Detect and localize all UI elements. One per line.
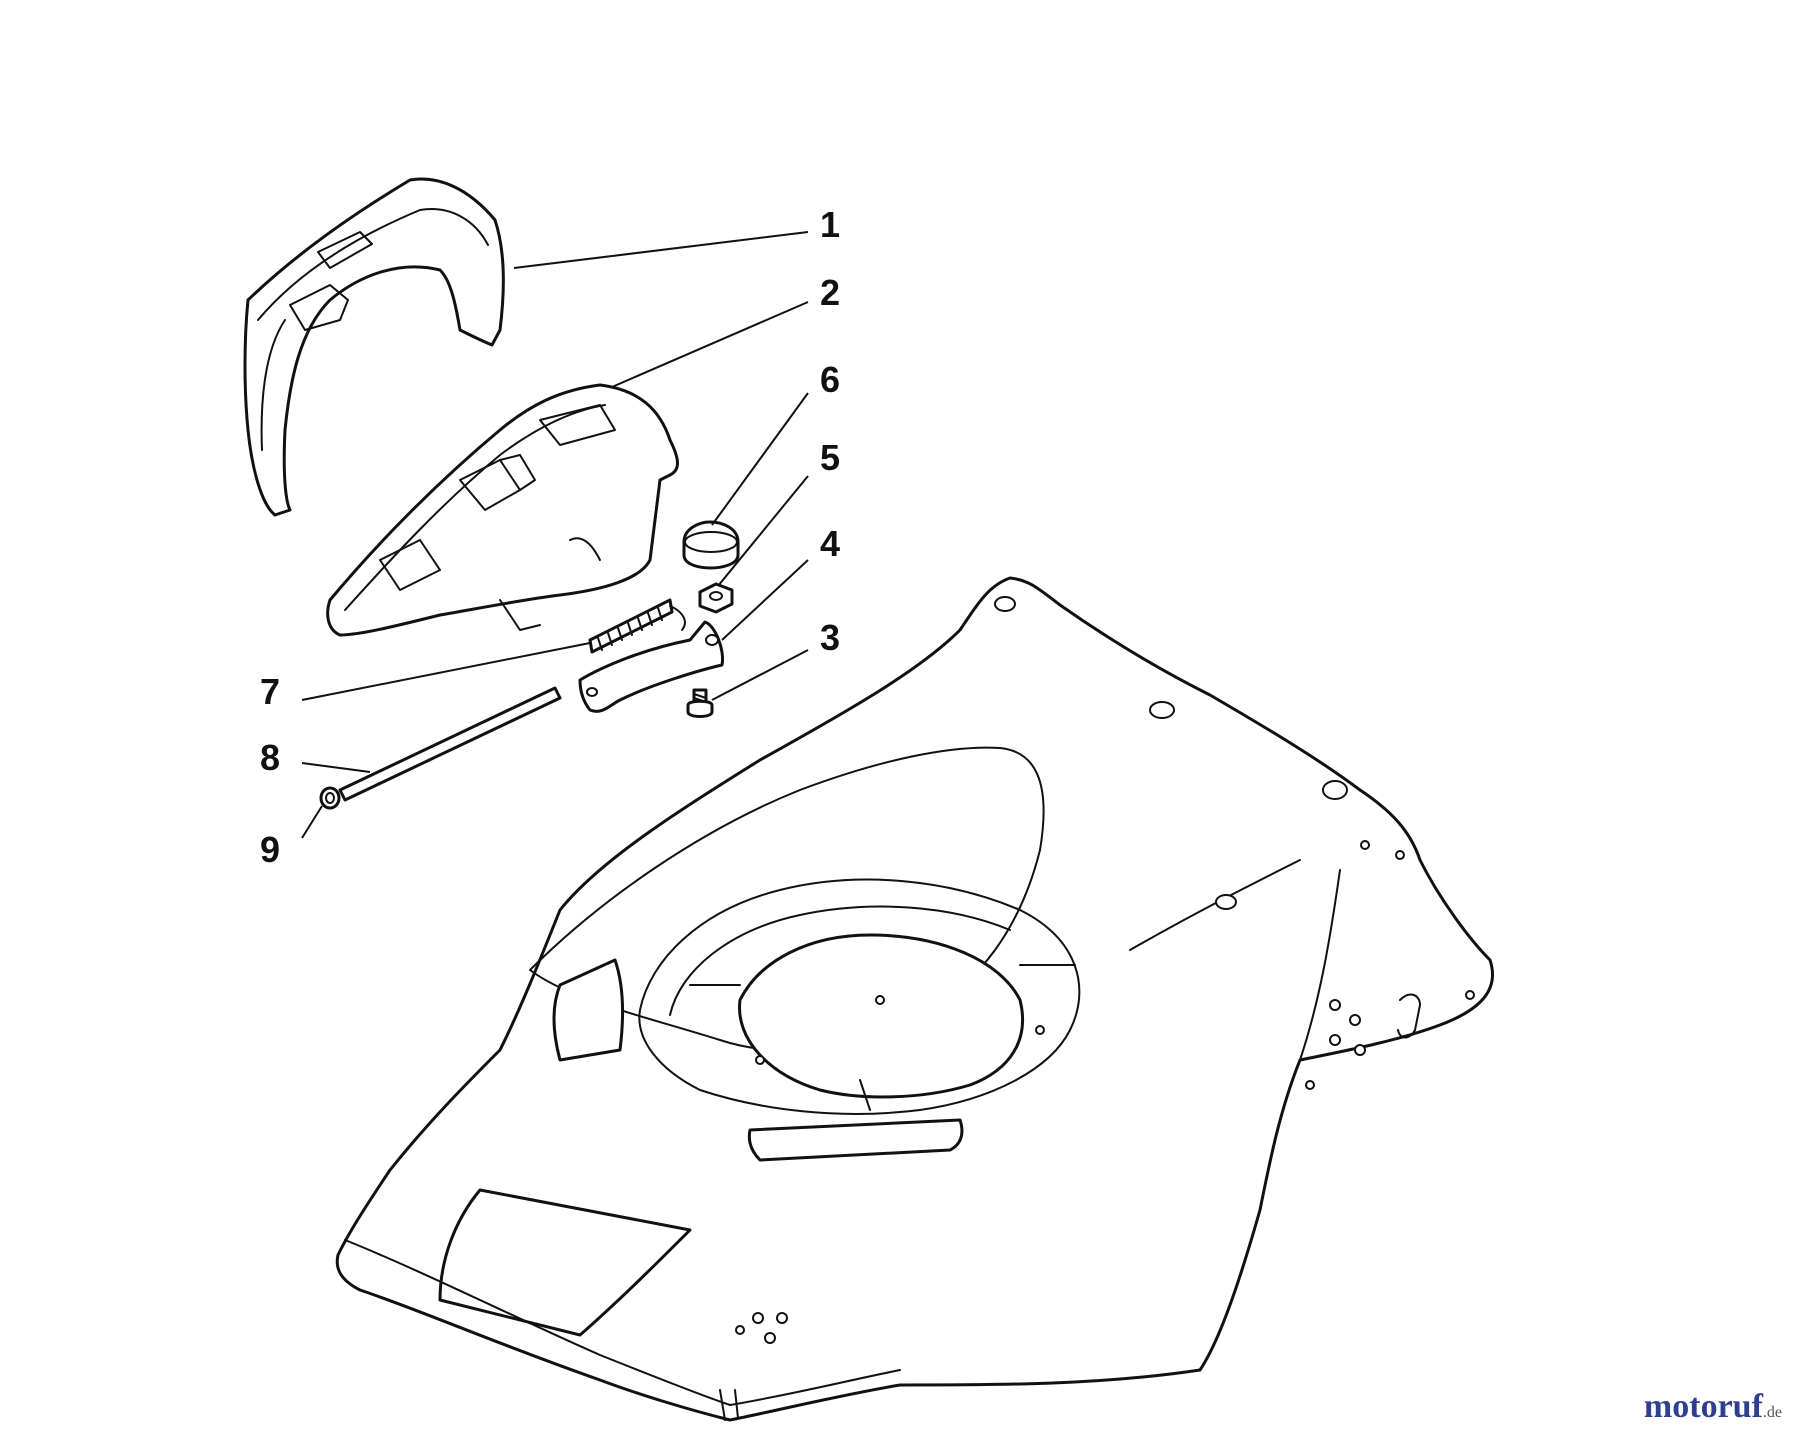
callout-1: 1	[820, 204, 840, 245]
leader-lines	[301, 231, 809, 839]
part-8-rod	[338, 686, 562, 802]
watermark-logo: motoruf.de	[1644, 1388, 1782, 1426]
callout-8: 8	[260, 737, 280, 778]
part-2-cover	[326, 383, 679, 637]
leader-6	[711, 392, 809, 526]
leader-2	[611, 301, 809, 388]
watermark-tld: .de	[1762, 1404, 1782, 1421]
mower-deck	[335, 576, 1495, 1422]
part-9-washer	[319, 786, 341, 810]
leader-7	[301, 642, 591, 701]
leader-5	[717, 475, 809, 587]
leader-8	[301, 762, 371, 773]
part-4-bracket	[578, 620, 725, 713]
callout-9: 9	[260, 829, 280, 870]
part-1-rear-flap	[243, 177, 505, 517]
leader-4	[721, 559, 809, 641]
part-6-cap	[682, 520, 740, 570]
callout-3: 3	[820, 617, 840, 658]
part-7-spring	[588, 598, 686, 654]
callout-2: 2	[820, 272, 840, 313]
callout-6: 6	[820, 359, 840, 400]
part-3-screw	[686, 688, 714, 718]
callout-labels: 1 2 6 5 4 3 7 8 9	[260, 204, 840, 870]
leader-3	[711, 649, 809, 701]
leader-9	[301, 805, 323, 839]
callout-7: 7	[260, 671, 280, 712]
callout-4: 4	[820, 523, 840, 564]
part-5-nut	[698, 582, 734, 614]
callout-5: 5	[820, 437, 840, 478]
leader-1	[513, 231, 809, 269]
watermark-brand: motoruf	[1643, 1388, 1763, 1425]
